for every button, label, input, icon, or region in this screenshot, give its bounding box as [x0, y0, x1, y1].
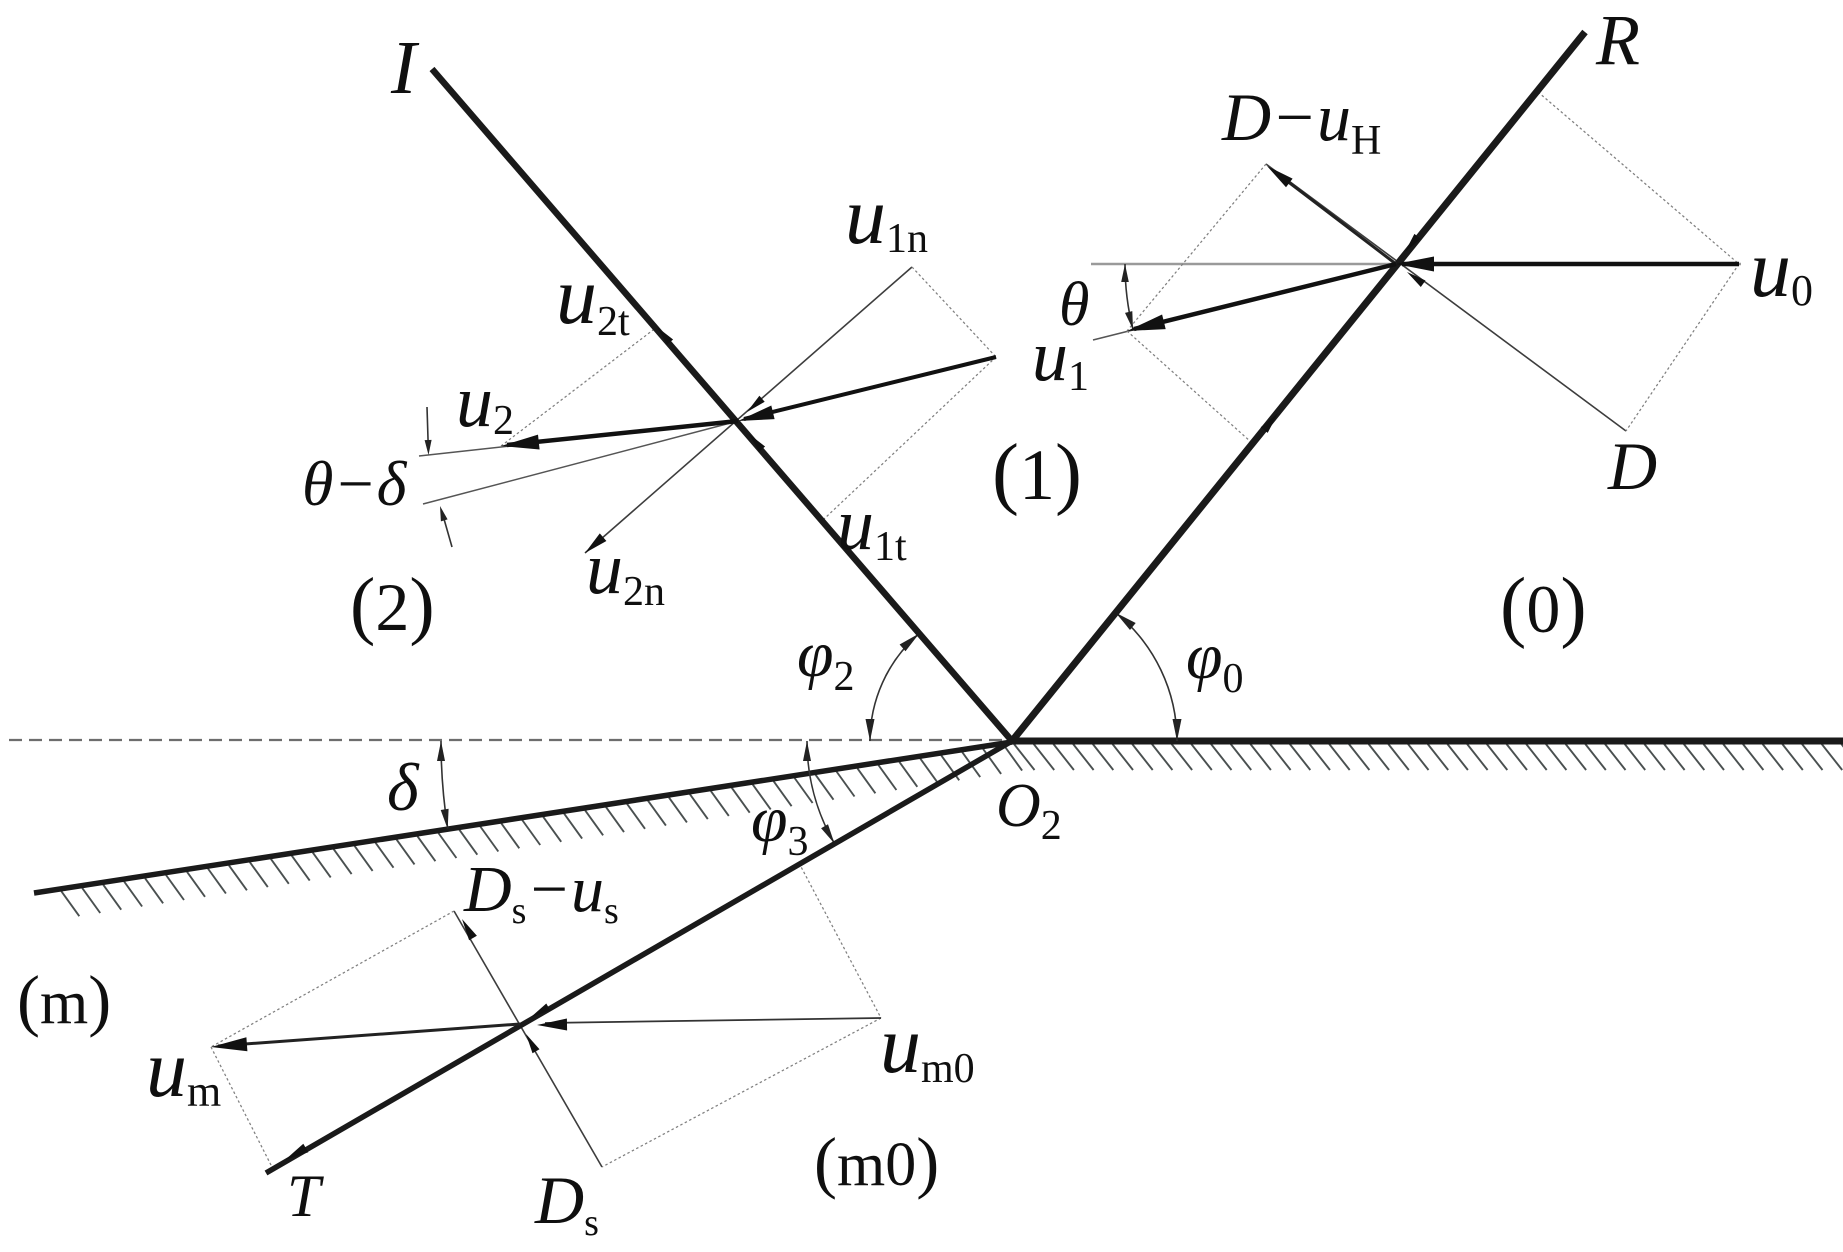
- svg-text:φ0: φ0: [1186, 620, 1244, 702]
- svg-text:(2): (2): [350, 563, 435, 647]
- svg-text:δ: δ: [387, 749, 420, 825]
- svg-text:D: D: [1607, 428, 1657, 504]
- svg-text:u1t: u1t: [837, 484, 907, 570]
- svg-text:(1): (1): [992, 427, 1082, 517]
- svg-text:(m): (m): [17, 962, 111, 1038]
- svg-text:D−uH: D−uH: [1221, 79, 1381, 164]
- svg-text:u0: u0: [1750, 223, 1813, 315]
- svg-text:I: I: [390, 26, 420, 110]
- svg-text:θ−δ: θ−δ: [302, 448, 408, 519]
- svg-text:(m0): (m0): [814, 1124, 939, 1200]
- svg-text:(0): (0): [1500, 563, 1587, 650]
- svg-text:R: R: [1595, 0, 1640, 80]
- svg-text:T: T: [287, 1163, 324, 1229]
- svg-text:Ds−us: Ds−us: [463, 853, 619, 932]
- svg-text:θ: θ: [1059, 271, 1089, 339]
